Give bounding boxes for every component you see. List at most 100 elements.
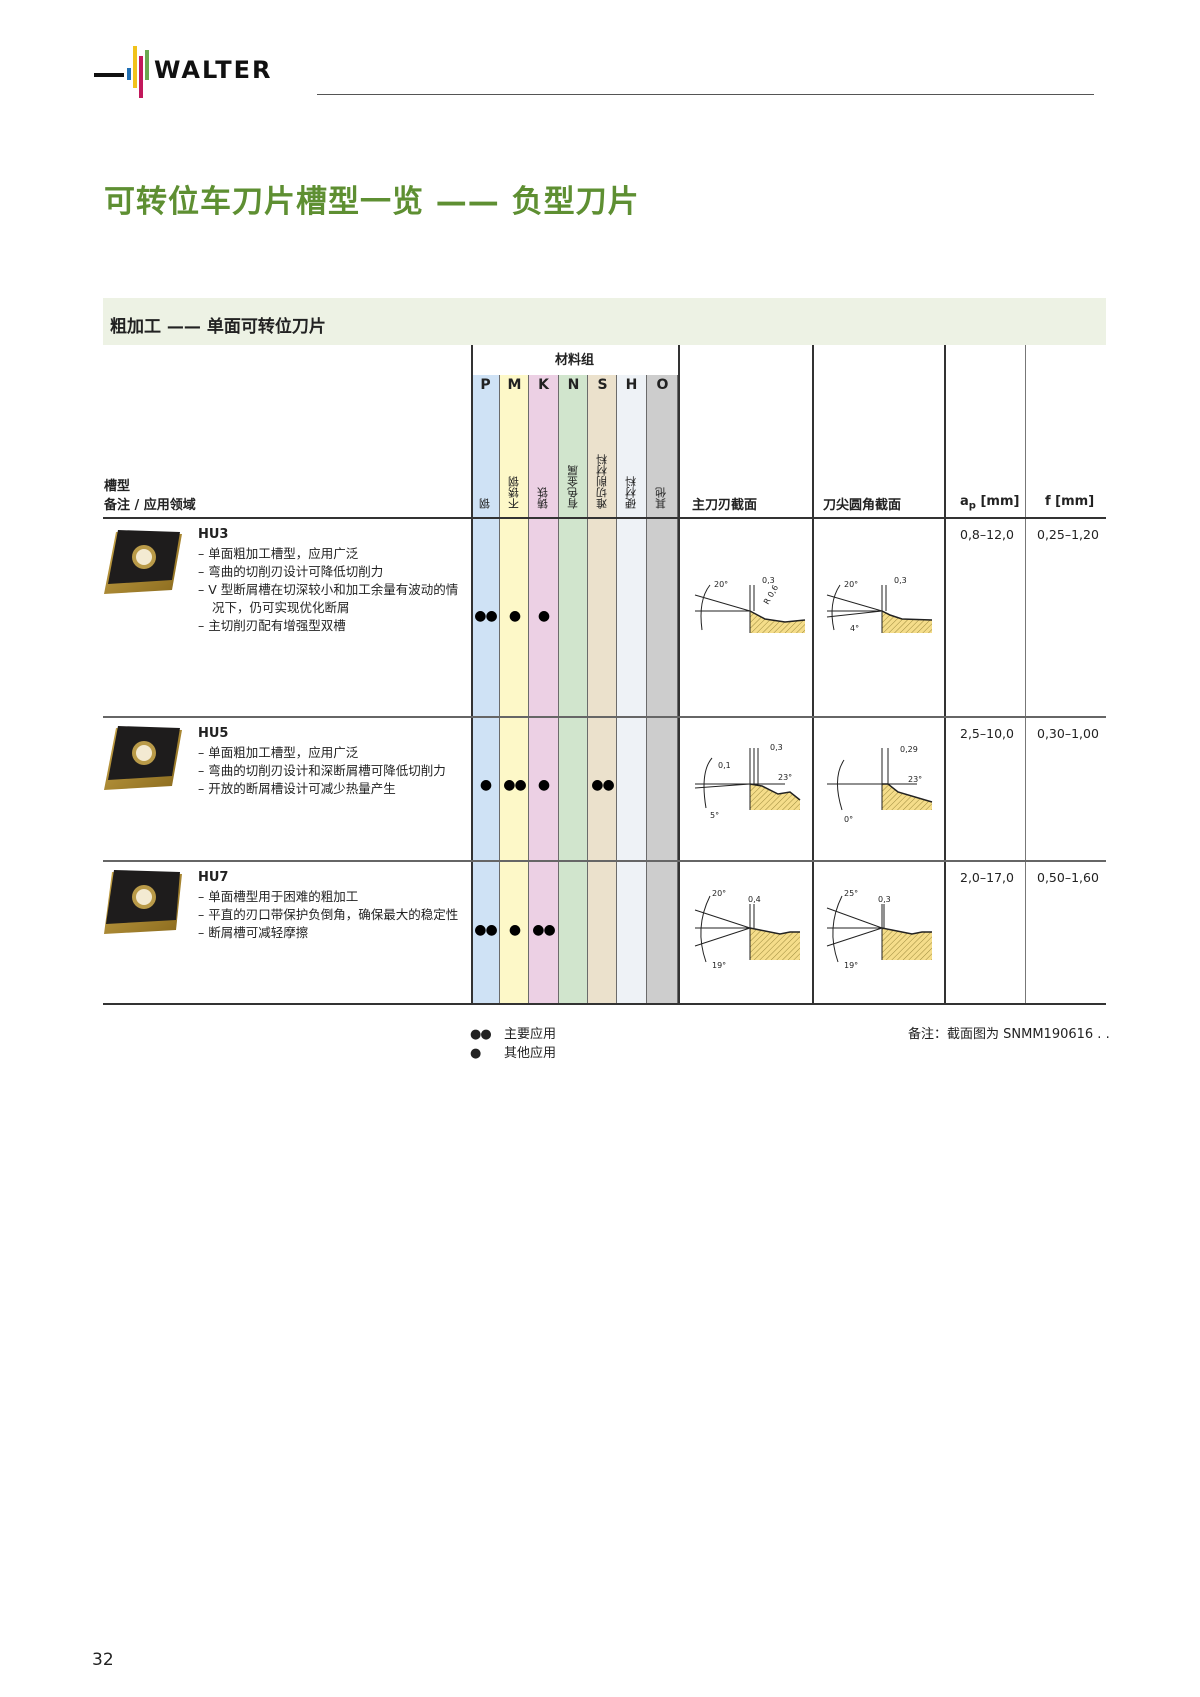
logo-bar-yellow [133,46,137,88]
material-group-label: 材料组 [555,353,595,368]
groove-header: 槽型 [104,479,131,494]
note-line: – 主切削刃配有增强型双槽 [198,618,346,633]
header-bottom-rule [103,517,1106,519]
note-line: – 断屑槽可减轻摩擦 [198,925,309,940]
mat-letter-m: M [507,377,522,393]
insert-image-hu7 [104,870,182,934]
legend-symbol: ●● [470,1027,492,1042]
logo-wordmark: WALTER [154,56,273,84]
f-value-hu3: 0,25–1,20 [1037,527,1099,542]
mat-label-h: 硬材料 [624,476,638,509]
groove-name-hu5: HU5 [198,726,229,741]
rating-k-hu5: ● [537,777,550,793]
ap-unit: [mm] [975,494,1020,509]
mat-letter-p: P [480,377,491,393]
angle-label: 20° [844,580,858,589]
groove-notes-hu5: – 单面粗加工槽型，应用广泛 – 弯曲的切削刃设计和深断屑槽可降低切削力 – 开… [198,744,468,798]
groove-name-hu3: HU3 [198,527,229,542]
rating-s-hu5: ●● [591,777,614,793]
corner-header: 刀尖圆角截面 [823,498,902,513]
mat-label-o: 其他 [654,487,668,509]
chip-angle-label: 23° [778,773,792,782]
land-label: 0,3 [894,576,907,585]
rating-k-hu3: ● [537,608,550,624]
ap-value-hu5: 2,5–10,0 [960,726,1014,741]
main-edge-header: 主刀刃截面 [692,498,758,513]
mat-label-k: 铸铁 [536,487,550,509]
mat-label-s: 难切削材料 [595,454,609,509]
land-label: 0,3 [770,743,783,752]
row-divider-1 [103,716,1106,718]
f-header: f [mm] [1045,494,1095,509]
mat-label-n: 有色金属 [566,465,580,509]
corner-diagram-hu7: 25° 0,3 19° [826,889,932,970]
mat-letter-o: O [656,377,669,393]
note-line: – 单面槽型用于困难的粗加工 [198,889,359,904]
legend-secondary: ●其他应用 [470,1042,556,1061]
note-line: – 开放的断屑槽设计可减少热量产生 [198,781,396,796]
matcol-h [617,375,647,1004]
corner-diagram-hu5: 0,29 23° 0° [827,745,933,824]
note-line: – 弯曲的切削刃设计和深断屑槽可降低切削力 [198,763,446,778]
section-band [103,298,1106,345]
f-value-hu7: 0,50–1,60 [1037,870,1099,885]
insert-image-hu3 [104,530,182,594]
ap-label: a [960,494,969,509]
groove-name-hu7: HU7 [198,870,229,885]
logo-bar-magenta [139,56,143,98]
note-line: – 平直的刃口带保护负倒角，确保最大的稳定性 [198,907,459,922]
col-divider-groove [471,345,473,1004]
land-label: 0,3 [878,895,891,904]
matcol-s [588,375,617,1004]
angle-label: 20° [714,580,728,589]
land-label: 0,4 [748,895,761,904]
land-label: 0,3 [762,576,775,585]
rating-m-hu5: ●● [503,777,526,793]
matcol-m [500,375,529,1004]
rating-m-hu3: ● [508,608,521,624]
angle-label: 25° [844,889,858,898]
ap-value-hu3: 0,8–12,0 [960,527,1014,542]
note-line: – 弯曲的切削刃设计可降低切削力 [198,564,384,579]
mat-letter-s: S [597,377,608,393]
ap-header: ap [mm] [960,494,1019,512]
radius-label: R 0,6 [762,583,780,606]
notes-header: 备注 / 应用领域 [104,498,196,513]
col-divider-ap [1025,345,1026,1004]
matcol-p [471,375,500,1004]
land-label: 0,29 [900,745,918,754]
angle-label: 20° [712,889,726,898]
logo-line [94,73,124,77]
logo-bar-green [145,50,149,80]
angle-bottom-label: 0° [844,815,853,824]
f-value-hu5: 0,30–1,00 [1037,726,1099,741]
walter-logo: WALTER [94,44,294,100]
rating-k-hu7: ●● [532,922,555,938]
col-divider-main [812,345,814,1004]
matcol-k [529,375,559,1004]
page-number: 32 [92,1650,114,1670]
col-divider-corner [944,345,946,1004]
section-title: 粗加工 —— 单面可转位刀片 [110,317,326,337]
angle-bottom-label: 19° [844,961,858,970]
mat-letter-k: K [538,377,549,393]
ap-sub: p [968,500,976,512]
page-title: 可转位车刀片槽型一览 —— 负型刀片 [104,184,640,220]
angle-bottom-label: 5° [710,811,719,820]
row-divider-2 [103,860,1106,862]
legend-label: 其他应用 [504,1046,557,1061]
rating-p-hu7: ●● [474,922,497,938]
col-divider-materials [678,345,680,1004]
legend-label: 主要应用 [504,1027,557,1042]
rating-m-hu7: ● [508,922,521,938]
ap-value-hu7: 2,0–17,0 [960,870,1014,885]
legend-primary: ●● 主要应用 [470,1023,556,1042]
mat-letter-h: H [625,377,638,393]
note-line: – V 型断屑槽在切深较小和加工余量有波动的情况下，仍可实现优化断屑 [198,582,459,615]
rating-p-hu3: ●● [474,608,497,624]
logo-bar-blue [127,68,131,80]
mat-letter-n: N [567,377,580,393]
insert-image-hu5 [104,726,182,790]
groove-notes-hu7: – 单面槽型用于困难的粗加工 – 平直的刃口带保护负倒角，确保最大的稳定性 – … [198,888,468,942]
table-bottom-rule [103,1003,1106,1005]
